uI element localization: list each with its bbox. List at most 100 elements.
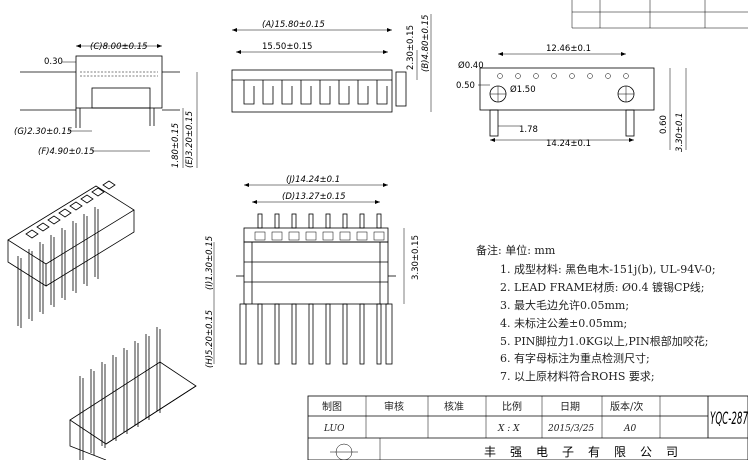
front-pin — [281, 80, 293, 105]
side-view: (C)8.00±0.15 0.30 (G)2.30±0.15 (F)4.90±0… — [14, 42, 198, 168]
pin-bottom — [308, 303, 314, 365]
dim-d: (D)13.27±0.15 — [282, 192, 346, 202]
pin-hole — [605, 73, 611, 79]
front-pin — [300, 80, 312, 105]
dim-hh: (H)5.20±0.15 — [205, 310, 215, 368]
front-pin — [357, 80, 369, 105]
iso-contact — [47, 215, 61, 225]
iso-contact — [69, 201, 83, 211]
iso-contact — [102, 180, 116, 190]
dim-w1550: 15.50±0.15 — [262, 42, 312, 52]
note-2: 2. LEAD FRAME材质: Ø0.4 镀锡CP线; — [500, 280, 704, 294]
pin-hole — [569, 73, 575, 79]
iso-contact — [25, 229, 39, 239]
note-6: 6. 有字母标注为重点检测尺寸; — [500, 351, 650, 365]
post-left — [239, 303, 247, 365]
tb-value-version: A0 — [623, 424, 636, 434]
note-5: 5. PIN脚拉力1.0KG以上,PIN根部加咬花; — [500, 334, 708, 348]
pin-bottom — [376, 303, 382, 365]
note-1: 1. 成型材料: 黑色电木-151j(b), UL-94V-0; — [500, 262, 716, 276]
pin-contact — [288, 231, 300, 241]
note-4: 4. 未标注公差±0.05mm; — [500, 316, 627, 330]
front-pin — [376, 80, 388, 105]
dim-i: (I)1.30±0.15 — [205, 236, 215, 290]
pin-bottom — [359, 303, 365, 365]
dim-h330r: 3.30±0.1 — [675, 112, 685, 152]
pin-contact — [356, 231, 368, 241]
dim-c: (C)8.00±0.15 — [90, 42, 148, 52]
pin-top — [376, 213, 382, 229]
dim-d050: 0.50 — [456, 81, 475, 91]
dim-h180: 1.80±0.15 — [171, 123, 181, 168]
revision-table — [571, 0, 748, 29]
tb-value-scale: X : X — [497, 424, 520, 434]
pin-hole — [623, 73, 629, 79]
pin-bottom — [291, 303, 297, 365]
iso-contact — [58, 208, 72, 218]
tb-value-drawn: LUO — [323, 424, 345, 434]
dim-w1246: 12.46±0.1 — [546, 44, 591, 54]
tb-header-date: 日期 — [560, 401, 580, 413]
dim-h230: 2.30±0.15 — [406, 25, 416, 70]
pin-top — [308, 213, 314, 229]
pin-top — [274, 213, 280, 229]
pin-bottom — [274, 303, 280, 365]
title-block: 制图 审核 核准 比例 日期 版本/次 LUO X : X 2015/3/25 … — [307, 395, 748, 460]
pin-bottom — [342, 303, 348, 365]
dim-h330f: 3.30±0.15 — [411, 235, 421, 280]
dim-e: (E)3.20±0.15 — [185, 111, 195, 168]
dim-g: (G)2.30±0.15 — [14, 127, 72, 137]
pin-contact — [271, 231, 283, 241]
pin-bottom — [325, 303, 331, 365]
notes-header: 备注: 单位: mm — [476, 243, 556, 257]
pin-contact — [322, 231, 334, 241]
pin-view: 12.46±0.1 Ø0.40 0.50 Ø1.50 1.78 14.24±0.… — [456, 44, 687, 152]
isometric-view-lower — [69, 327, 197, 460]
dim-w178: 1.78 — [519, 125, 538, 135]
pin-hole — [533, 73, 539, 79]
front-pin — [243, 80, 255, 105]
pin-hole — [515, 73, 521, 79]
dim-d150: Ø1.50 — [510, 84, 536, 95]
dim-a: (A)15.80±0.15 — [262, 20, 325, 30]
tb-header-version: 版本/次 — [610, 400, 643, 413]
company-name: 丰强电子有限公司 — [484, 445, 692, 459]
pin-hole — [551, 73, 557, 79]
pin-hole — [587, 73, 593, 79]
pin-bottom — [257, 303, 263, 365]
pin-contact — [254, 231, 266, 241]
tb-header-approved: 核准 — [444, 400, 464, 413]
dim-h060: 0.60 — [659, 115, 669, 134]
dim-b: (B)4.80±0.15 — [421, 15, 431, 72]
tb-header-scale: 比例 — [502, 400, 522, 413]
dim-f: (F)4.90±0.15 — [38, 147, 95, 157]
front-view: (A)15.80±0.15 15.50±0.15 2.30±0.15 (B)4.… — [231, 14, 432, 113]
pin-top — [257, 213, 263, 229]
note-3: 3. 最大毛边允许0.05mm; — [500, 298, 629, 312]
pin-top — [342, 213, 348, 229]
pin-contact — [339, 231, 351, 241]
note-7: 7. 以上原材料符合ROHS 要求; — [500, 369, 655, 383]
pin-top — [291, 213, 297, 229]
isometric-view-upper — [7, 180, 135, 328]
pin-contact — [305, 231, 317, 241]
dim-w1424r: 14.24±0.1 — [546, 139, 591, 149]
tb-header-drawn: 制图 — [322, 400, 342, 413]
tb-header-checked: 审核 — [384, 400, 404, 413]
dim-030: 0.30 — [44, 57, 63, 67]
dim-d040: Ø0.40 — [458, 60, 484, 71]
post-right — [385, 303, 393, 365]
iso-contact — [91, 187, 105, 197]
pin-contact — [373, 231, 385, 241]
notes-block: 备注: 单位: mm 1. 成型材料: 黑色电木-151j(b), UL-94V… — [476, 243, 716, 383]
main-front-view: (J)14.24±0.1 (D)13.27±0.15 3.30±0.15 (I)… — [205, 175, 421, 368]
front-pin — [319, 80, 331, 105]
front-pin — [338, 80, 350, 105]
drawing-number: YQC-287 — [710, 409, 748, 429]
dim-j: (J)14.24±0.1 — [286, 175, 340, 185]
iso-contact — [36, 222, 50, 232]
pin-hole — [497, 73, 503, 79]
pin-top — [359, 213, 365, 229]
front-pin — [262, 80, 274, 105]
